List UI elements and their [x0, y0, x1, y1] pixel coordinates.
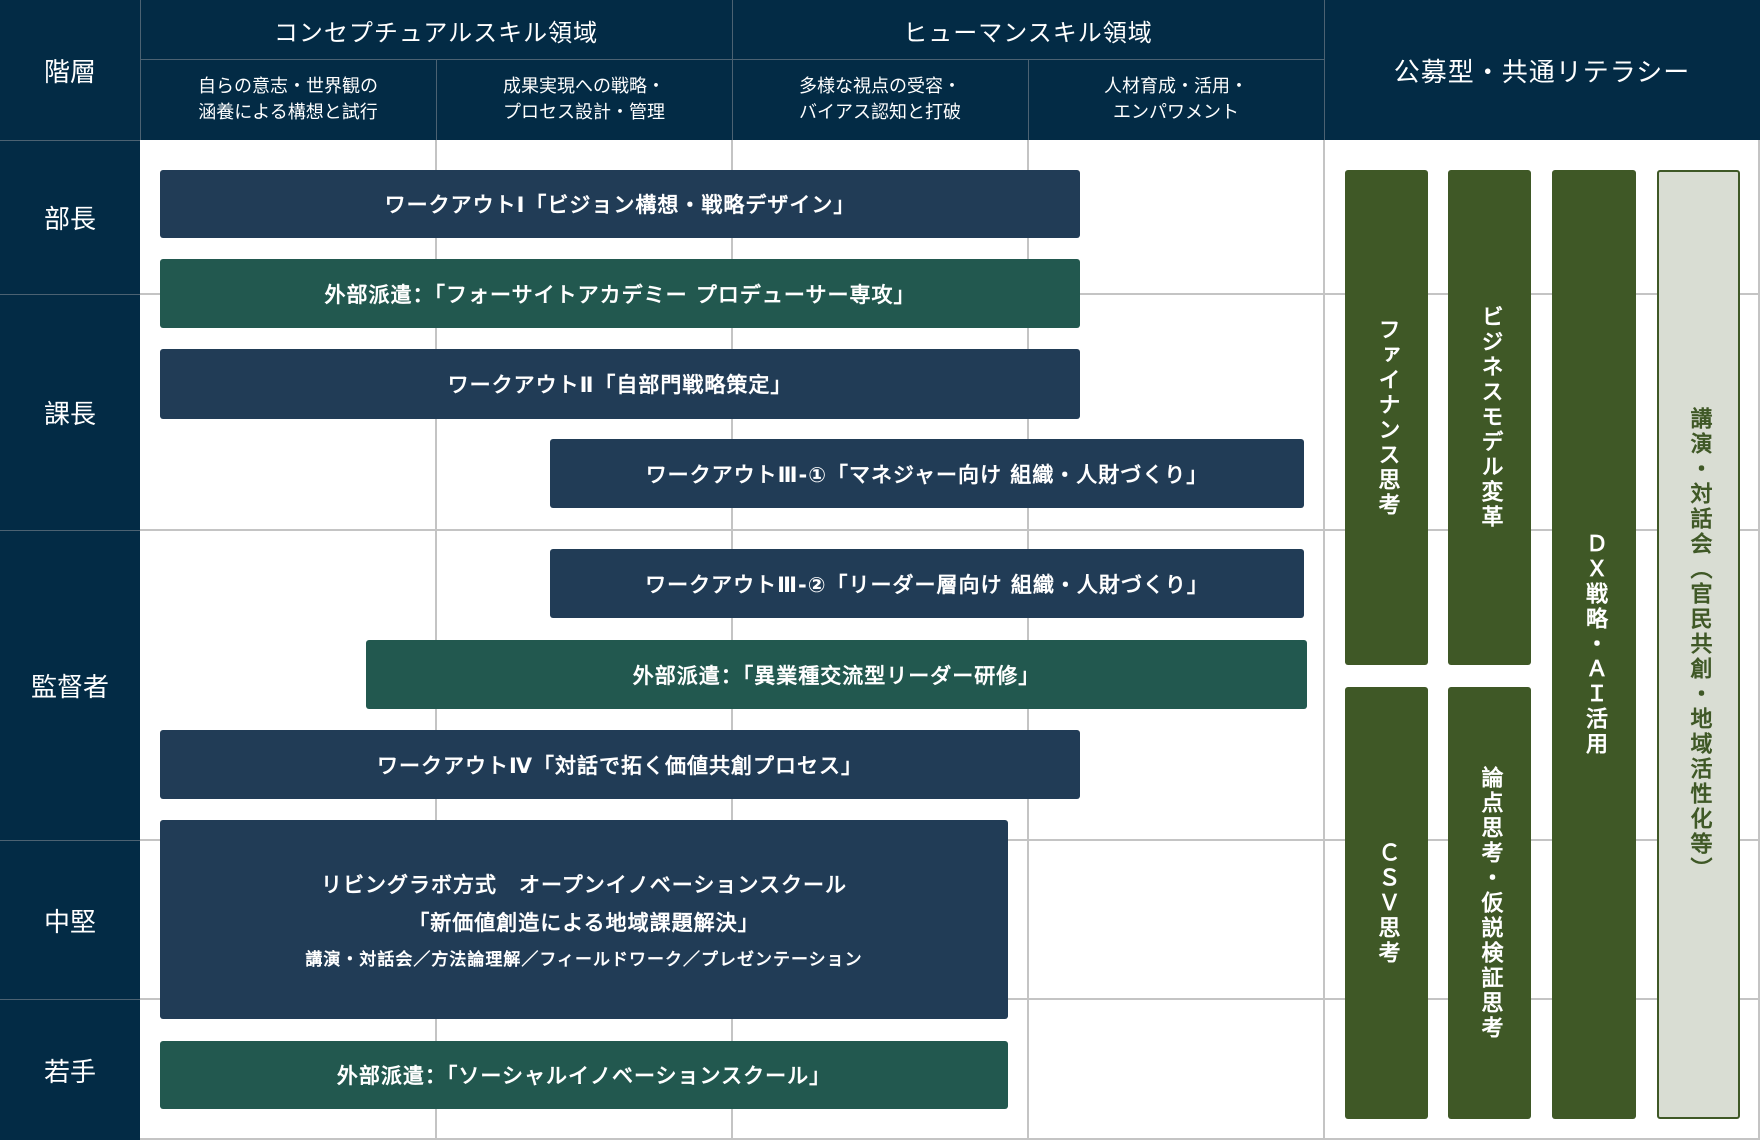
divider: [140, 0, 141, 140]
sub-header-text: 成果実現への戦略・: [503, 76, 665, 97]
program-label: ビジネスモデル変革: [1477, 305, 1503, 530]
program-lecture: 講演・対話会（官民共創・地域活性化等）: [1657, 170, 1740, 1119]
sub-header-4: 人材育成・活用・エンパワメント: [1028, 60, 1324, 140]
level-bucho: 部長: [0, 140, 140, 294]
living-lab-subtitle: 「新価値創造による地域課題解決」: [408, 911, 760, 935]
grid-line: [1323, 140, 1325, 1140]
conceptual-heading: コンセプチュアルスキル領域: [273, 18, 599, 47]
program-workout-3-2: ワークアウトⅢ-②「リーダー層向け 組織・人財づくり」: [550, 549, 1304, 618]
grid-line: [1758, 140, 1760, 1140]
living-lab-title: リビングラボ方式 オープンイノベーションスクール: [321, 873, 847, 897]
header-conceptual: コンセプチュアルスキル領域: [140, 0, 732, 60]
program-foresight: 外部派遣：「フォーサイトアカデミー プロデューサー専攻」: [160, 259, 1080, 328]
living-lab-details: 講演・対話会／方法論理解／フィールドワーク／プレゼンテーション: [305, 950, 863, 970]
program-dx: ＤＸ戦略・ＡＩ活用: [1552, 170, 1636, 1119]
divider: [732, 0, 733, 140]
common-heading: 公募型・共通リテラシー: [1393, 57, 1691, 88]
sub-header-text: 涵養による構想と試行: [198, 102, 378, 123]
level-young: 若手: [0, 999, 140, 1140]
grid-line: [140, 1138, 1760, 1140]
program-label: 外部派遣：「異業種交流型リーダー研修」: [632, 663, 1041, 688]
sub-header-text: プロセス設計・管理: [503, 102, 665, 123]
divider: [1324, 0, 1325, 140]
header-level: 階層: [0, 0, 140, 140]
level-label: 若手: [43, 1057, 96, 1088]
program-workout-3-1: ワークアウトⅢ-①「マネジャー向け 組織・人財づくり」: [550, 439, 1304, 508]
program-business-model: ビジネスモデル変革: [1448, 170, 1531, 665]
program-living-lab: リビングラボ方式 オープンイノベーションスクール 「新価値創造による地域課題解決…: [160, 820, 1008, 1019]
program-label: ワークアウトⅡ「自部門戦略策定」: [447, 373, 793, 397]
header-common: 公募型・共通リテラシー: [1324, 0, 1760, 140]
program-label: ワークアウトⅢ-②「リーダー層向け 組織・人財づくり」: [645, 572, 1209, 597]
divider: [1028, 60, 1029, 140]
program-social-innovation: 外部派遣：「ソーシャルイノベーションスクール」: [160, 1041, 1008, 1109]
program-csv: ＣＳＶ思考: [1345, 687, 1428, 1119]
program-label: ファイナンス思考: [1374, 317, 1400, 518]
program-label: ワークアウトⅣ「対話で拓く価値共創プロセス」: [376, 753, 864, 778]
level-label: 部長: [43, 205, 96, 235]
sub-header-3: 多様な視点の受容・バイアス認知と打破: [732, 60, 1028, 140]
program-label: ＤＸ戦略・ＡＩ活用: [1582, 532, 1607, 757]
level-heading: 階層: [43, 57, 96, 88]
divider: [436, 60, 437, 140]
program-label: 外部派遣：「ソーシャルイノベーションスクール」: [336, 1064, 832, 1088]
program-label: 論点思考・仮説検証思考: [1477, 765, 1503, 1041]
sub-header-text: バイアス認知と打破: [799, 102, 961, 123]
program-workout-2: ワークアウトⅡ「自部門戦略策定」: [160, 349, 1080, 419]
program-workout-1: ワークアウトⅠ「ビジョン構想・戦略デザイン」: [160, 170, 1080, 238]
sub-header-1: 自らの意志・世界観の涵養による構想と試行: [140, 60, 436, 140]
header-human: ヒューマンスキル領域: [732, 0, 1324, 60]
sub-header-text: 多様な視点の受容・: [799, 76, 961, 97]
program-label: ワークアウトⅠ「ビジョン構想・戦略デザイン」: [384, 193, 856, 217]
level-label: 課長: [43, 400, 96, 430]
program-label: ワークアウトⅢ-①「マネジャー向け 組織・人財づくり」: [645, 462, 1209, 487]
program-logic-thinking: 論点思考・仮説検証思考: [1448, 687, 1531, 1119]
sub-header-text: エンパワメント: [1113, 102, 1239, 123]
level-supervisor: 監督者: [0, 530, 140, 840]
program-finance: ファイナンス思考: [1345, 170, 1428, 665]
program-cross-industry: 外部派遣：「異業種交流型リーダー研修」: [366, 640, 1307, 709]
level-kacho: 課長: [0, 294, 140, 530]
level-label: 中堅: [43, 907, 96, 938]
human-heading: ヒューマンスキル領域: [903, 18, 1153, 47]
level-mid: 中堅: [0, 840, 140, 999]
level-label: 監督者: [30, 673, 109, 703]
program-label: ＣＳＶ思考: [1374, 840, 1400, 966]
sub-header-2: 成果実現への戦略・プロセス設計・管理: [436, 60, 732, 140]
program-workout-4: ワークアウトⅣ「対話で拓く価値共創プロセス」: [160, 730, 1080, 799]
grid-line: [140, 529, 1760, 531]
sub-header-text: 自らの意志・世界観の: [198, 76, 378, 97]
program-label: 外部派遣：「フォーサイトアカデミー プロデューサー専攻」: [324, 282, 916, 307]
program-label: 講演・対話会（官民共創・地域活性化等）: [1686, 407, 1712, 882]
sub-header-text: 人材育成・活用・: [1104, 76, 1248, 97]
